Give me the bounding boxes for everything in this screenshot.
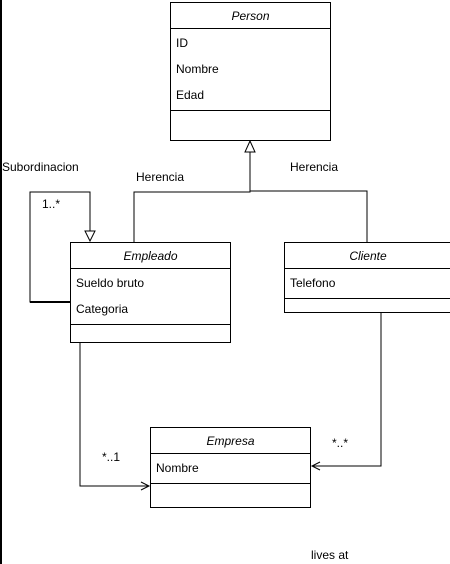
class-attribute[interactable]: Edad	[176, 88, 205, 102]
open-arrow-head	[140, 481, 151, 491]
empleado-empresa-connector[interactable]	[79, 342, 149, 487]
label-cliente-empresa-multiplicity: *..*	[332, 436, 349, 450]
herencia-connector-cliente[interactable]	[250, 190, 368, 242]
herencia-connector-empleado[interactable]	[133, 152, 251, 242]
class-person-attributes: ID Nombre Edad	[171, 29, 330, 111]
inheritance-triangle-arrow	[244, 139, 256, 153]
class-empresa[interactable]: Empresa Nombre	[150, 427, 311, 508]
class-cliente-name: Cliente	[285, 243, 450, 269]
class-empresa-attributes: Nombre	[151, 454, 310, 484]
class-attribute[interactable]: Sueldo bruto	[76, 276, 145, 290]
diagram-frame-edge	[0, 0, 2, 564]
label-empleado-empresa-multiplicity: *..1	[102, 450, 121, 464]
class-attribute[interactable]: Categoria	[76, 302, 129, 316]
label-subordinacion: Subordinacion	[2, 160, 79, 174]
label-herencia-left: Herencia	[136, 170, 185, 184]
label-subordinacion-multiplicity: 1..*	[42, 197, 61, 211]
class-empresa-name: Empresa	[151, 428, 310, 454]
class-attribute[interactable]: ID	[176, 36, 188, 50]
class-attribute[interactable]: Nombre	[176, 62, 219, 76]
class-cliente-attributes: Telefono	[285, 269, 450, 299]
open-arrow-head	[310, 461, 321, 471]
class-attribute[interactable]: Telefono	[290, 276, 336, 290]
cliente-empresa-connector[interactable]	[312, 312, 382, 467]
class-person-name: Person	[171, 3, 330, 29]
class-empleado-attributes: Sueldo bruto Categoria	[71, 269, 230, 325]
label-herencia-right: Herencia	[290, 160, 339, 174]
class-empleado-name: Empleado	[71, 243, 230, 269]
class-empleado[interactable]: Empleado Sueldo bruto Categoria	[70, 242, 231, 343]
subordinacion-triangle-arrow	[84, 230, 96, 243]
class-attribute[interactable]: Nombre	[156, 461, 199, 475]
class-person[interactable]: Person ID Nombre Edad	[170, 2, 331, 141]
class-cliente[interactable]: Cliente Telefono	[284, 242, 450, 313]
label-lives-at: lives at	[311, 548, 349, 562]
